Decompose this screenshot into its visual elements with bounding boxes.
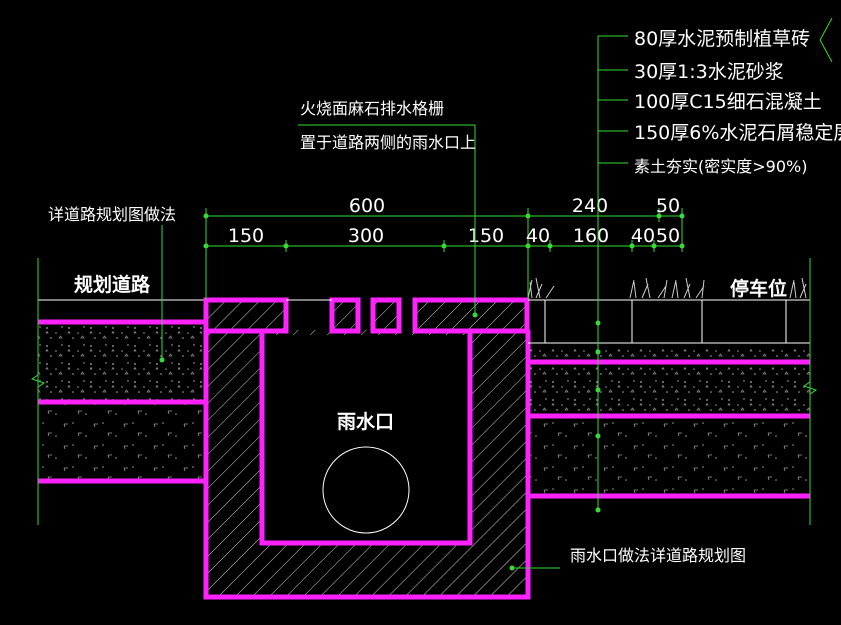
grate-bar-1 [332,300,358,331]
dim-40-right: 40 [631,225,655,247]
grate-bar-2-outline [370,297,402,334]
layer-label-4: 150厚6%水泥石屑稳定层 [634,122,841,144]
grate-right-outline [412,297,530,334]
dim-300: 300 [348,225,384,247]
leader-lines [161,17,833,569]
break-mark-right [802,381,818,395]
inlet-label: 雨水口 [337,411,394,433]
parking-label: 停车位 [730,277,787,300]
dim-160: 160 [573,225,609,247]
road-subgrade-layer [38,404,206,480]
dim-150-left: 150 [228,225,264,247]
dimension-lines [205,208,683,300]
dim-50-top: 50 [656,195,680,217]
road-base-layer [38,325,206,400]
dim-50-bottom: 50 [656,225,680,247]
inlet-outer-wall [203,330,531,600]
grate-left-outline [203,297,289,334]
dim-150-right: 150 [468,225,504,247]
layer-label-2: 30厚1:3水泥砂浆 [634,61,784,83]
grate-left [206,300,286,331]
dim-600: 600 [349,195,385,217]
concrete-layer [530,367,810,414]
inlet-note-label: 雨水口做法详道路规划图 [570,546,746,565]
outlet-pipe [322,446,410,534]
planned-road-label: 规划道路 [74,273,151,296]
break-mark-left [30,374,46,388]
dim-40-left: 40 [526,225,550,247]
inlet-wall-hatch [206,330,528,597]
grate-label-1: 火烧面麻石排水格栅 [300,99,444,118]
stabilized-layer [530,420,810,496]
grate-bar-2 [373,300,399,331]
layer-label-5: 素土夯实(密实度>90%) [634,157,807,176]
dim-240: 240 [572,195,608,217]
inlet-inner-wall [259,332,473,546]
grate-label-2: 置于道路两侧的雨水口上 [300,133,476,152]
leader-dots [159,312,601,571]
grate-right [415,300,527,331]
layer-label-1: 80厚水泥预制植草砖 [634,28,810,50]
grate-bar-1-outline [329,297,361,334]
road-method-label: 详道路规划图做法 [48,205,176,224]
layer-label-3: 100厚C15细石混凝土 [634,91,822,113]
grass-tufts [527,277,807,299]
dimension-ticks [203,213,685,249]
